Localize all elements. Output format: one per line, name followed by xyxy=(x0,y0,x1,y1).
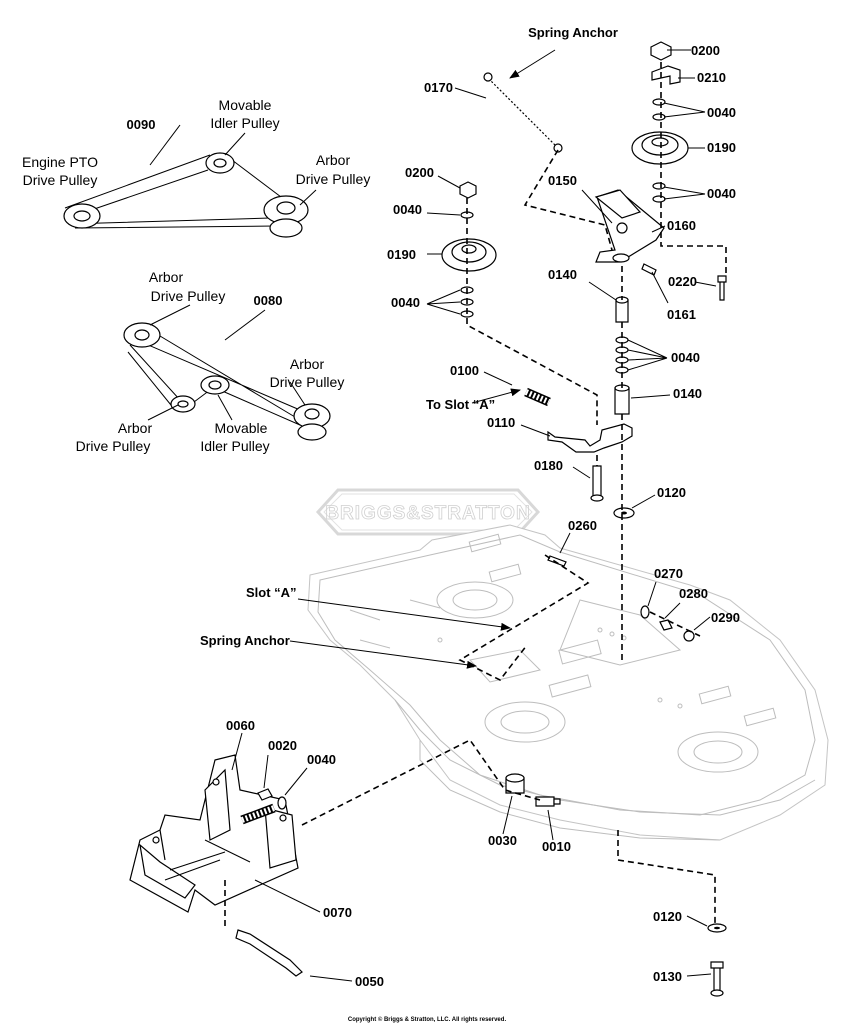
part-label: 0290 xyxy=(711,610,740,625)
annotation-labels: Spring Anchor To Slot “A” Slot “A” Sprin… xyxy=(200,25,618,648)
bolt-0220 xyxy=(717,275,727,301)
part-label: 0130 xyxy=(653,969,682,984)
part-label: 0040 xyxy=(671,350,700,365)
spring-anchor-deck-label: Spring Anchor xyxy=(200,633,290,648)
part-label: 0110 xyxy=(487,415,515,430)
deck-hanger-bracket-0070 xyxy=(129,754,299,913)
part-label: 0160 xyxy=(667,218,696,233)
part-label: 0200 xyxy=(405,165,434,180)
part-label: 0010 xyxy=(542,839,571,854)
arbor-pulley-caption-1: Arbor xyxy=(316,152,351,168)
part-label: 0070 xyxy=(323,905,352,920)
part-label: 0190 xyxy=(707,140,736,155)
idler-bottom-caption-1: Movable xyxy=(215,420,268,436)
idler-assembly xyxy=(441,41,727,642)
part-label: 0270 xyxy=(654,566,683,581)
part-label: 0180 xyxy=(534,458,563,473)
part-label: 0020 xyxy=(268,738,297,753)
bracket-0210 xyxy=(651,65,681,85)
arbor-pulley-caption-2: Drive Pulley xyxy=(296,171,371,187)
part-label: 0150 xyxy=(548,173,577,188)
nut-0280 xyxy=(659,619,673,631)
engine-pulley-caption-1: Engine PTO xyxy=(22,154,98,170)
nut-0200-right xyxy=(650,41,672,61)
part-label: 0140 xyxy=(548,267,577,282)
idler-bottom-caption-2: Idler Pulley xyxy=(200,438,269,454)
idler-pulley-caption-1: Movable xyxy=(219,97,272,113)
part-label: 0120 xyxy=(657,485,686,500)
mower-deck xyxy=(307,524,829,841)
fitting-0161 xyxy=(641,263,657,276)
bolt-0180 xyxy=(592,465,602,499)
screw-0260 xyxy=(547,555,567,567)
part-label: 0260 xyxy=(568,518,597,533)
part-number-labels: 0200 0210 0040 0190 0040 0170 0150 0160 … xyxy=(226,43,740,989)
part-label: 0040 xyxy=(391,295,420,310)
nut-0200-left xyxy=(459,181,477,199)
arbor-left-caption-1: Arbor xyxy=(118,420,153,436)
idler-pulley-caption-2: Idler Pulley xyxy=(210,115,279,131)
part-label: 0161 xyxy=(667,307,696,322)
belt-label-0090: 0090 xyxy=(127,117,156,132)
arbor-top-caption-1: Arbor xyxy=(149,269,184,285)
part-label: 0050 xyxy=(355,974,384,989)
to-slot-a-label: To Slot “A” xyxy=(426,397,495,412)
part-label: 0220 xyxy=(668,274,697,289)
bolt-0010 xyxy=(535,796,555,807)
engine-pulley-caption-2: Drive Pulley xyxy=(23,172,98,188)
part-label: 0040 xyxy=(393,202,422,217)
bolt-0290 xyxy=(683,630,695,642)
part-label: 0040 xyxy=(307,752,336,767)
arbor-left-caption-2: Drive Pulley xyxy=(76,438,151,454)
bracket-0110 xyxy=(547,423,633,453)
washer-0270 xyxy=(640,605,650,619)
part-label: 0190 xyxy=(387,247,416,262)
belt-captions: 0090 Engine PTO Drive Pulley Movable Idl… xyxy=(22,97,370,454)
bolt-0130 xyxy=(710,961,724,993)
part-label: 0170 xyxy=(424,80,453,95)
watermark-text: BRIGGS&STRATTON xyxy=(325,503,530,524)
arbor-right-caption-2: Drive Pulley xyxy=(270,374,345,390)
spring-anchor-top-label: Spring Anchor xyxy=(528,25,618,40)
part-label: 0210 xyxy=(697,70,726,85)
part-label: 0040 xyxy=(707,186,736,201)
spacer-0140-bottom xyxy=(614,387,630,415)
assembly-dashed-lines xyxy=(224,62,727,930)
spring-0060 xyxy=(240,803,276,825)
part-label: 0140 xyxy=(673,386,702,401)
belt-label-0080: 0080 xyxy=(254,293,283,308)
washer-0040-bracket xyxy=(277,796,287,810)
part-label: 0060 xyxy=(226,718,255,733)
part-label: 0030 xyxy=(488,833,517,848)
part-label: 0200 xyxy=(691,43,720,58)
belt-routing-0090 xyxy=(63,152,309,238)
part-label: 0040 xyxy=(707,105,736,120)
extension-spring-0170 xyxy=(483,72,563,153)
part-label: 0120 xyxy=(653,909,682,924)
copyright-notice: Copyright © Briggs & Stratton, LLC. All … xyxy=(348,1016,507,1023)
rod-0050 xyxy=(235,929,303,977)
belt-routing-0080 xyxy=(123,322,331,441)
nut-0020 xyxy=(257,788,273,801)
slot-a-label: Slot “A” xyxy=(246,585,297,600)
leader-lines xyxy=(147,49,717,982)
arbor-right-caption-1: Arbor xyxy=(290,356,325,372)
part-label: 0100 xyxy=(450,363,479,378)
brand-watermark: BRIGGS&STRATTON xyxy=(315,488,541,536)
arbor-top-caption-2: Drive Pulley xyxy=(151,288,226,304)
part-label: 0280 xyxy=(679,586,708,601)
